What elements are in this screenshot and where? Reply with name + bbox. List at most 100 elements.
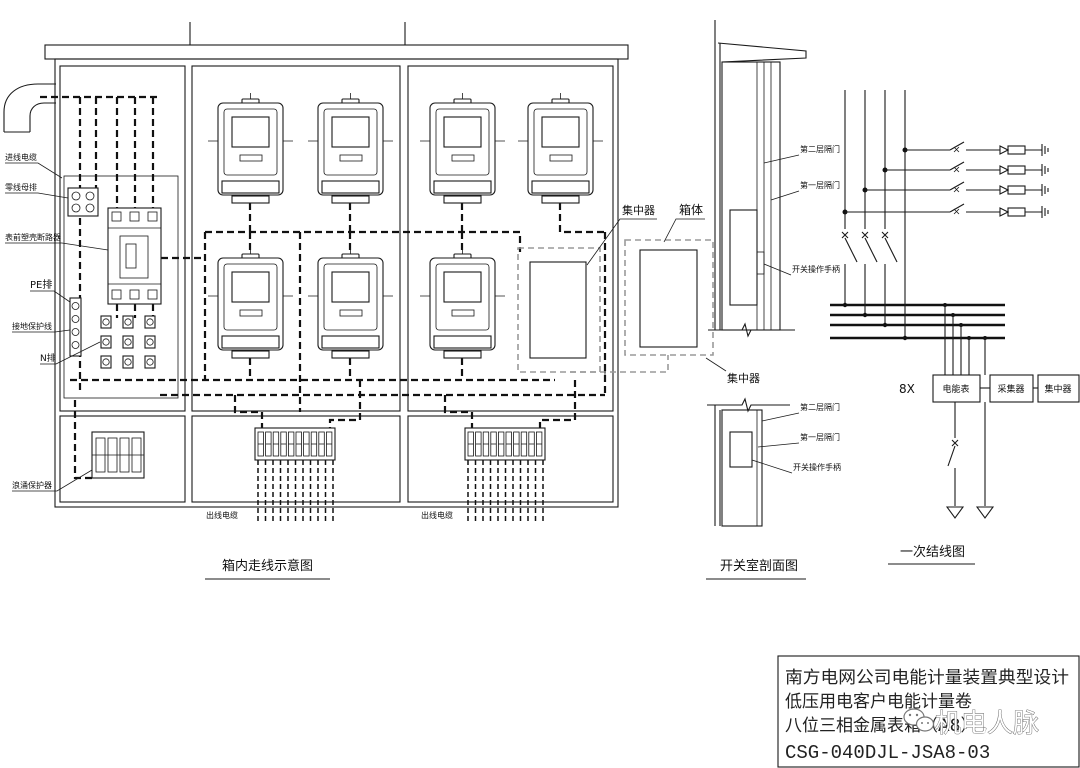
compartment-surge [59, 415, 186, 503]
label-n-bar: N排 [40, 352, 56, 364]
meter-terminal-cover [221, 335, 280, 349]
switch-blade [884, 237, 898, 263]
ground-icon [1041, 206, 1049, 218]
watermark-text: 机电人脉 [935, 709, 1039, 739]
watermark: 机电人脉 [903, 708, 1039, 739]
meter-outgoing [945, 402, 965, 519]
meter-terminal-cover [321, 335, 380, 349]
incoming-cable-conduit [3, 83, 56, 133]
label-meter-breaker: 表前塑壳断路器 [5, 232, 61, 242]
single-line-diagram: 8X 电能表 采集器 集中器 一次结线图 [830, 90, 1080, 565]
label-ground-wire: 接地保护线 [12, 321, 52, 331]
arrow-symbol [999, 145, 1010, 155]
meter-terminal-cover [531, 180, 590, 194]
branch-circuit [842, 203, 1049, 218]
label-first-door-lower: 第一层隔门 [800, 432, 840, 442]
box-energy-meter-label: 电能表 [942, 383, 969, 395]
label-second-door-lower: 第二层隔门 [800, 402, 840, 412]
box-energy-meter [932, 374, 981, 403]
neutral-busbar [67, 187, 99, 217]
meter-terminal-cover [433, 180, 492, 194]
disconnector-mark [881, 231, 889, 239]
concentrator-unit [517, 247, 601, 373]
meter-body [317, 102, 384, 196]
arrow-symbol [999, 165, 1010, 175]
label-first-door-upper: 第一层隔门 [800, 180, 840, 190]
switch-blade [949, 141, 965, 151]
label-concentrator: 集中器 [622, 203, 655, 217]
load-symbol [1007, 207, 1026, 217]
title-line-2: 低压用电客户电能计量卷 [785, 692, 972, 712]
operating-handle [756, 251, 765, 275]
switch-blade [864, 237, 878, 263]
meter-display-window [231, 271, 270, 303]
break-line [708, 322, 795, 338]
switch-room-section: 第二层隔门 第一层隔门 开关操作手柄 第二层隔门 第一层隔门 开关操作手柄 开关… [706, 20, 841, 580]
meter-display-window [231, 116, 270, 148]
box-collector-label: 采集器 [997, 383, 1024, 395]
n-bar [100, 315, 156, 369]
meter-body [429, 102, 496, 196]
leader-lines [5, 162, 727, 492]
switch-blade [949, 181, 965, 191]
meter-body [317, 257, 384, 351]
ground-icon [1041, 184, 1049, 196]
cabinet-roof [44, 44, 629, 60]
cabinet-wiring-diagram: 进线电缆 零线母排 表前塑壳断路器 PE排 接地保护线 N排 浪涌保护器 出线电… [3, 22, 760, 580]
branch-circuit [862, 181, 1049, 196]
cabinet-body [54, 58, 619, 508]
electricity-meter [208, 248, 293, 362]
compartment-incoming [59, 65, 186, 412]
meter-body [217, 102, 284, 196]
outgoing-terminal-block [464, 427, 546, 522]
electricity-meter [518, 93, 603, 207]
compartment-meters-right [407, 65, 614, 412]
outgoing-terminal-block [254, 427, 336, 522]
n-bar-terminal [144, 355, 156, 369]
electricity-meter [420, 248, 505, 362]
label-incoming-cable: 进线电缆 [5, 152, 37, 162]
meter-body [217, 257, 284, 351]
n-bar-terminal [100, 355, 112, 369]
title-line-1: 南方电网公司电能计量装置典型设计 [785, 668, 1069, 688]
meter-display-window [541, 116, 580, 148]
concentrator-enclosure [624, 239, 714, 356]
feeder-line [881, 90, 898, 328]
meter-multiplier: 8X [899, 382, 915, 396]
section-breaker [729, 209, 758, 306]
meter-terminal-cover [221, 180, 280, 194]
label-outgoing-cable-right: 出线电缆 [421, 510, 453, 520]
meter-terminal-cover [321, 180, 380, 194]
meter-display-window [443, 271, 482, 303]
n-bar-terminal [122, 355, 134, 369]
drawing-number: CSG-040DJL-JSA8-03 [785, 742, 990, 764]
n-bar-terminal [144, 335, 156, 349]
load-symbol [1007, 165, 1026, 175]
wechat-icon [903, 708, 935, 732]
meter-body [429, 257, 496, 351]
caption-switch-room-section: 开关室剖面图 [720, 558, 798, 574]
section-housing-lower [721, 409, 763, 527]
n-bar-terminal [122, 315, 134, 329]
concentrator-link [570, 355, 669, 373]
load-symbol [1007, 145, 1026, 155]
meter-front-breaker [107, 207, 162, 305]
label-outgoing-cable-left: 出线电缆 [206, 510, 238, 520]
ground-icon [1041, 164, 1049, 176]
n-bar-terminal [122, 335, 134, 349]
arrow-symbol [999, 185, 1010, 195]
meter-display-window [331, 116, 370, 148]
label-concentrator-lower: 集中器 [727, 371, 760, 385]
outgoing-terminals [254, 427, 546, 522]
meter-display-window [331, 271, 370, 303]
feeder-line [902, 90, 908, 341]
ground-icon [1041, 144, 1049, 156]
electricity-meter [308, 248, 393, 362]
protective-earth-line [975, 336, 995, 519]
feeder-line [861, 90, 878, 318]
meter-body [527, 102, 594, 196]
pe-bar [69, 297, 82, 357]
feeder-line [841, 90, 858, 308]
label-pe-bar: PE排 [30, 278, 52, 291]
load-symbol [1007, 185, 1026, 195]
